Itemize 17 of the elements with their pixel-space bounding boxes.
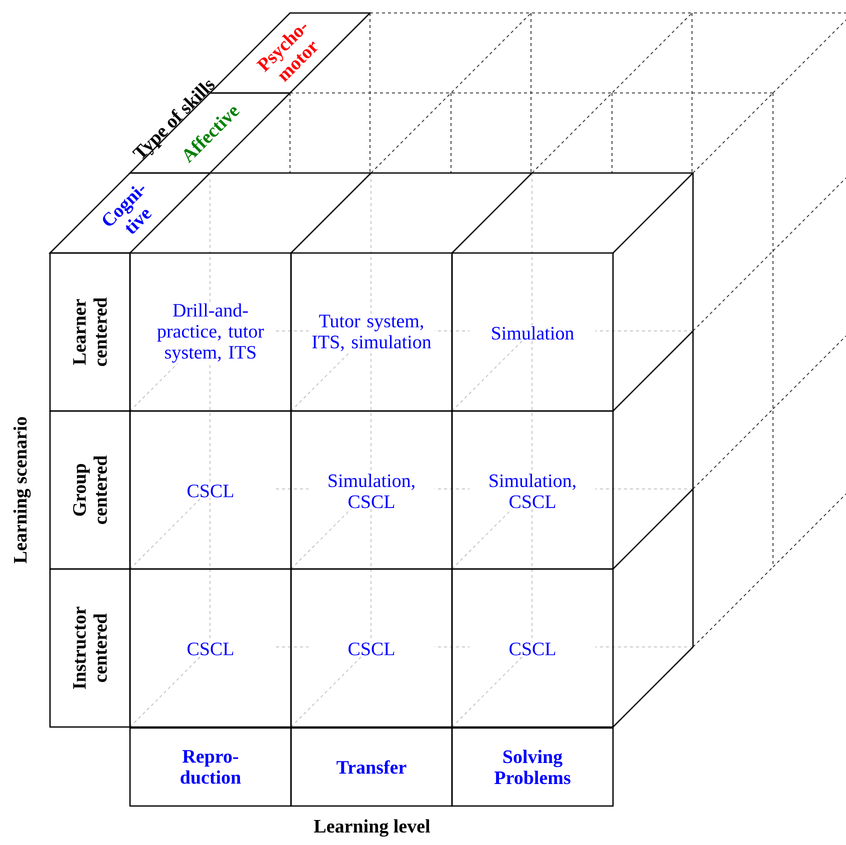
- column-header: Transfer: [290, 727, 453, 807]
- row-header: Group centered: [49, 410, 131, 570]
- column-header: Solving Problems: [451, 727, 614, 807]
- matrix-cell: Tutor system, ITS, simulation: [290, 252, 453, 412]
- row-header: Learner centered: [49, 252, 131, 412]
- matrix-cell: CSCL: [290, 568, 453, 728]
- matrix-cell: Simulation, CSCL: [451, 410, 614, 570]
- matrix-cell: CSCL: [129, 410, 292, 570]
- axis-title: Learning level: [314, 819, 430, 837]
- column-header: Repro- duction: [129, 727, 292, 807]
- matrix-cell: Drill-and- practice, tutor system, ITS: [129, 252, 292, 412]
- matrix-cell: Simulation: [451, 252, 614, 412]
- row-header: Instructor centered: [49, 568, 131, 728]
- matrix-cell: CSCL: [451, 568, 614, 728]
- matrix-cell: Simulation, CSCL: [290, 410, 453, 570]
- axis-title: Learning scenario: [13, 417, 31, 564]
- matrix-cell: CSCL: [129, 568, 292, 728]
